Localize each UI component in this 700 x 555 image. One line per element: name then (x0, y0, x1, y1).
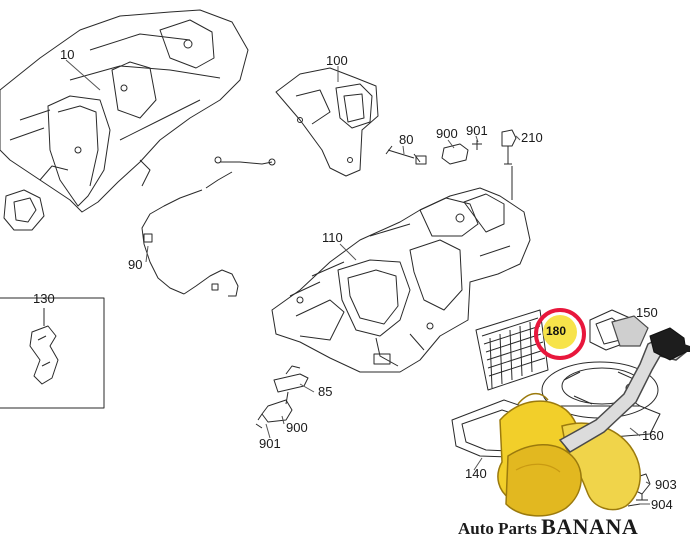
callout-90: 90 (128, 257, 143, 272)
inset-130 (0, 297, 105, 409)
callout-150: 150 (636, 305, 658, 320)
callout-900-bottom: 900 (286, 420, 308, 435)
callout-140: 140 (465, 466, 487, 481)
callout-210: 210 (521, 130, 543, 145)
callout-110: 110 (322, 230, 343, 245)
watermark-part2: BANANA (541, 514, 639, 539)
callout-130: 130 (33, 291, 55, 306)
housing-110 (271, 187, 531, 373)
callout-180-highlighted: 180 (546, 324, 567, 338)
housing-10 (0, 9, 249, 213)
watermark-part1: Auto Parts (458, 519, 542, 538)
small-parts-top (385, 129, 517, 200)
callout-903: 903 (655, 477, 677, 492)
callout-100: 100 (326, 53, 348, 68)
harness-90 (141, 156, 276, 297)
cabin-filter (475, 309, 549, 391)
callout-901-bottom: 901 (259, 436, 281, 451)
watermark-text: Auto Parts BANANA (458, 514, 638, 540)
small-parts-bottom (255, 365, 309, 429)
callout-85: 85 (318, 384, 333, 399)
callout-900-top: 900 (436, 126, 458, 141)
callout-80: 80 (399, 132, 414, 147)
callout-904: 904 (651, 497, 673, 512)
highlight-180 (534, 308, 586, 360)
callout-901-top: 901 (466, 123, 488, 138)
bracket-100 (275, 67, 379, 177)
banana-logo (497, 315, 690, 517)
callout-160: 160 (642, 428, 664, 443)
sensor-small (3, 189, 45, 231)
callout-10: 10 (60, 47, 75, 62)
